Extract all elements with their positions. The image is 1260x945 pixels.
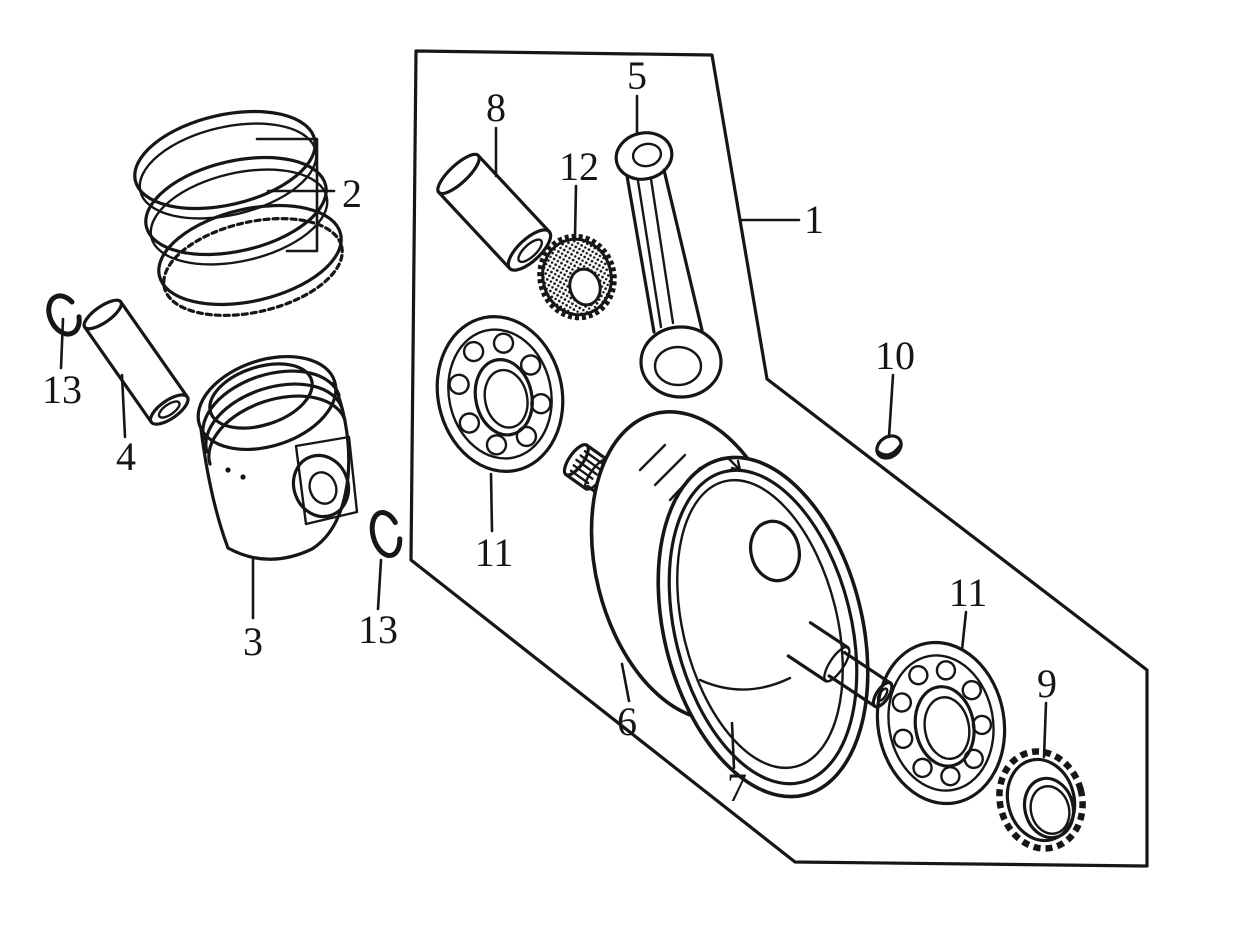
ball-bearing-left [435, 315, 565, 473]
callout-6-label: 6 [617, 699, 637, 744]
callout-11-right-label: 11 [949, 570, 988, 615]
callout-12-label: 12 [559, 144, 599, 189]
callout-9-label: 9 [1037, 661, 1057, 706]
woodruff-key [875, 434, 903, 460]
oil-ring-texture [162, 217, 344, 317]
callout-12: 12 [559, 144, 599, 240]
pin-boss-panel [294, 435, 359, 526]
callout-4-label: 4 [116, 434, 136, 479]
callout-10: 10 [875, 333, 915, 439]
pin-boss [291, 453, 351, 519]
piston [196, 354, 359, 561]
callout-11-right: 11 [949, 570, 988, 652]
cast-arrow-mark [726, 456, 742, 472]
callout-13-right-label: 13 [358, 607, 398, 652]
crankshaft-output-shaft [786, 621, 894, 709]
piston-ring-set [133, 109, 344, 317]
callout-1-label: 1 [804, 197, 824, 242]
callout-11-left: 11 [475, 472, 514, 575]
timing-sprocket [996, 748, 1086, 852]
callout-11-left-label: 11 [475, 530, 514, 575]
callout-8: 8 [486, 85, 506, 178]
callout-1: 1 [740, 197, 824, 242]
pin-bore [308, 471, 338, 505]
callout-5: 5 [627, 53, 647, 136]
sprocket-teeth [996, 748, 1086, 852]
callout-13-right: 13 [358, 558, 398, 652]
web-lower-curve [698, 676, 792, 691]
callout-6: 6 [617, 662, 637, 744]
ball-bearing-right [875, 640, 1007, 806]
callout-4: 4 [116, 373, 136, 479]
gear-teeth [537, 233, 617, 321]
callout-9: 9 [1037, 661, 1057, 759]
assembly-box-outline [409, 49, 1149, 868]
callout-13-left: 13 [42, 317, 82, 412]
callout-3-label: 3 [243, 619, 263, 664]
callout-7-label: 7 [727, 765, 747, 810]
callout-7: 7 [727, 721, 747, 810]
piston-pin [82, 298, 190, 426]
drive-gear [537, 233, 617, 321]
callout-10-label: 10 [875, 333, 915, 378]
callout-3: 3 [243, 556, 263, 664]
callout-2-bracket [255, 137, 336, 253]
callout-5-label: 5 [627, 53, 647, 98]
callout-13-left-label: 13 [42, 367, 82, 412]
callout-8-label: 8 [486, 85, 506, 130]
crank-pin-hole [749, 519, 801, 583]
gear-bore [568, 267, 602, 307]
snap-ring-right [369, 509, 403, 559]
snap-ring-left [46, 293, 82, 337]
callout-2-label: 2 [342, 171, 362, 216]
callout-2: 2 [255, 137, 362, 253]
crankshaft [562, 410, 894, 799]
sprocket-bore [1029, 785, 1071, 835]
crank-pin [436, 152, 553, 272]
connecting-rod [614, 131, 723, 399]
crank-web-front [656, 455, 870, 799]
